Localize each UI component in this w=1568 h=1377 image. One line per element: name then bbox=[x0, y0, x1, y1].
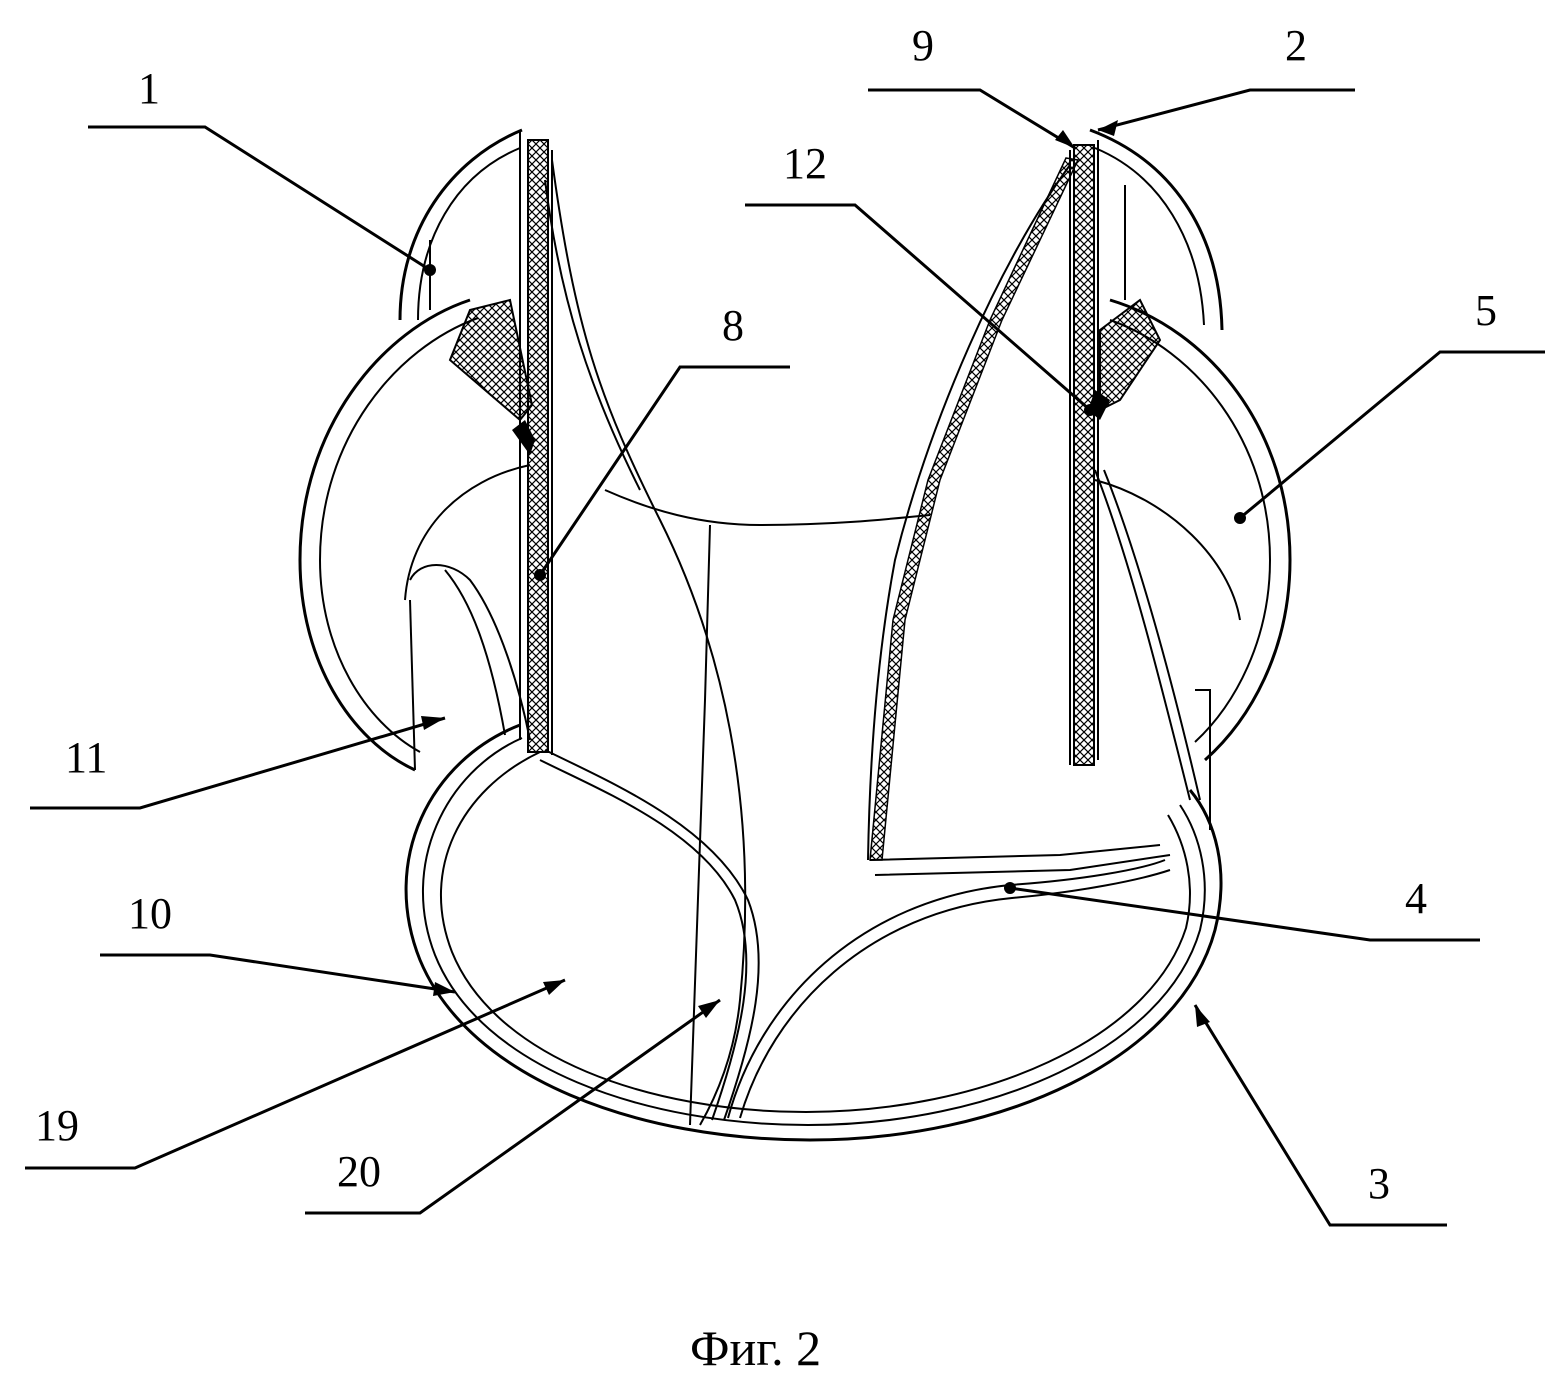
label-8: 8 bbox=[722, 301, 744, 350]
leader-1-dot bbox=[424, 264, 436, 276]
label-5: 5 bbox=[1475, 286, 1497, 335]
bottom-ring bbox=[404, 723, 1223, 1142]
label-12: 12 bbox=[783, 139, 827, 188]
device-drawing bbox=[298, 128, 1292, 1142]
leader-2-arrow bbox=[1098, 120, 1118, 136]
left-wall bbox=[448, 130, 553, 755]
label-20: 20 bbox=[337, 1147, 381, 1196]
label-3: 3 bbox=[1368, 1159, 1390, 1208]
label-10: 10 bbox=[128, 889, 172, 938]
right-wall bbox=[1069, 140, 1162, 766]
leader-10-arrow bbox=[433, 982, 455, 996]
leader-20 bbox=[305, 998, 721, 1215]
leader-11 bbox=[30, 716, 446, 810]
leader-11-arrow bbox=[421, 716, 445, 730]
reference-labels: 1 2 9 12 8 5 11 4 10 19 20 3 bbox=[35, 21, 1497, 1208]
leader-12 bbox=[745, 203, 1091, 412]
leader-1 bbox=[88, 125, 431, 272]
leader-19 bbox=[25, 978, 566, 1170]
leader-12-dot bbox=[1084, 404, 1096, 416]
label-9: 9 bbox=[912, 21, 934, 70]
leader-19-arrow bbox=[543, 980, 565, 995]
leader-4 bbox=[1009, 886, 1480, 942]
leader-lines bbox=[25, 88, 1545, 1227]
leader-9-arrow bbox=[1055, 130, 1075, 148]
label-11: 11 bbox=[65, 733, 107, 782]
side-lip bbox=[409, 564, 531, 771]
label-1: 1 bbox=[138, 64, 160, 113]
bottom-partitions bbox=[539, 749, 1171, 1121]
label-4: 4 bbox=[1405, 874, 1427, 923]
top-lobes bbox=[398, 128, 1224, 331]
leader-5 bbox=[1239, 350, 1545, 520]
leader-4-dot bbox=[1004, 882, 1016, 894]
figure-caption: Фиг. 2 bbox=[690, 1320, 821, 1376]
upper-collar bbox=[298, 298, 1292, 772]
leader-8-dot bbox=[534, 569, 546, 581]
leader-8 bbox=[538, 365, 790, 576]
leader-3-arrow bbox=[1195, 1005, 1210, 1027]
leader-3 bbox=[1193, 1004, 1447, 1227]
leader-20-arrow bbox=[698, 1000, 720, 1018]
label-2: 2 bbox=[1285, 21, 1307, 70]
label-19: 19 bbox=[35, 1101, 79, 1150]
leader-5-dot bbox=[1234, 512, 1246, 524]
leader-2 bbox=[1097, 88, 1355, 132]
inner-blades bbox=[544, 157, 1211, 1126]
leader-9 bbox=[868, 88, 1076, 150]
leader-10 bbox=[100, 953, 456, 994]
